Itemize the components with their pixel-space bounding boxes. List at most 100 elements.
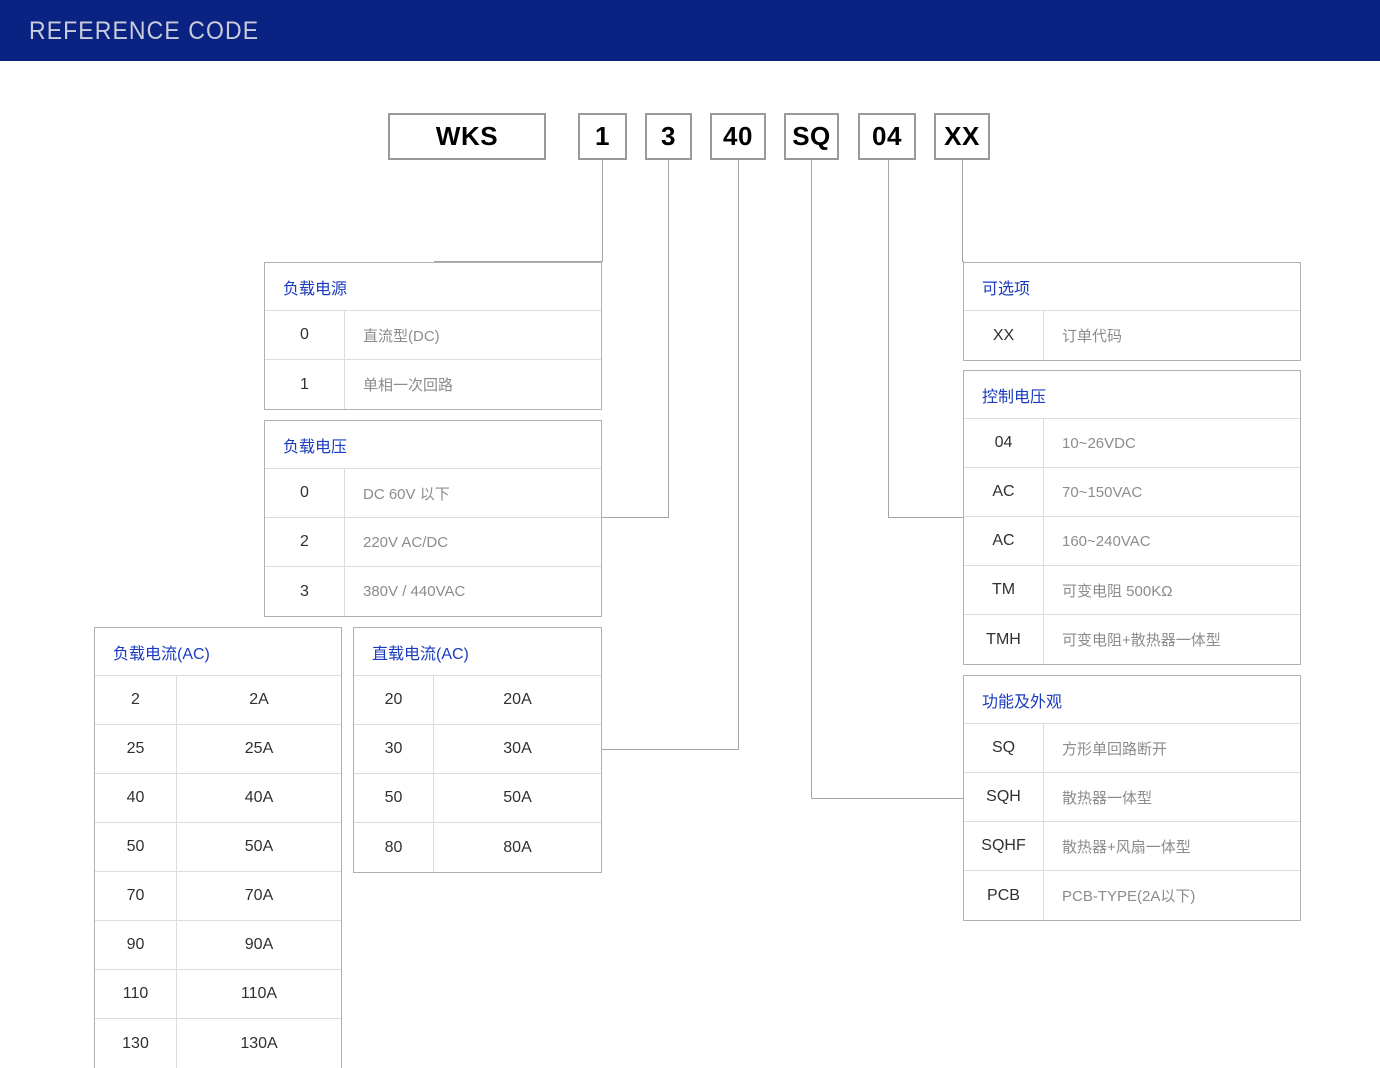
spec-code-cell: 04: [964, 419, 1044, 467]
page-title: REFERENCE CODE: [29, 17, 260, 45]
spec-table-title: 直载电流(AC): [354, 628, 601, 676]
spec-desc-cell: 订单代码: [1062, 328, 1123, 345]
spec-code-cell: XX: [964, 311, 1044, 360]
table-row: 70 70A: [95, 872, 341, 921]
connector-option-v: [962, 160, 963, 261]
code-box-function[interactable]: SQ: [784, 113, 839, 160]
connector-load-voltage-v: [668, 160, 669, 517]
spec-code-cell: TMH: [964, 615, 1044, 664]
table-row: TMH 可变电阻+散热器一体型: [964, 615, 1300, 664]
spec-code-cell: 30: [354, 725, 434, 773]
spec-table-title: 负载电流(AC): [95, 628, 341, 676]
spec-code-cell: 50: [95, 823, 177, 871]
table-row: AC 70~150VAC: [964, 468, 1300, 517]
spec-code-cell: 40: [95, 774, 177, 822]
table-row: 20 20A: [354, 676, 601, 725]
spec-desc-cell: 单相一次回路: [363, 377, 454, 394]
spec-code-cell: 90: [95, 921, 177, 969]
spec-code-cell: TM: [964, 566, 1044, 614]
spec-code-cell: 70: [95, 872, 177, 920]
table-row: TM 可变电阻 500KΩ: [964, 566, 1300, 615]
spec-desc-cell: 直流型(DC): [363, 327, 440, 345]
code-box-series[interactable]: WKS: [388, 113, 546, 160]
spec-table-title: 功能及外观: [964, 676, 1300, 724]
spec-code-cell: 0: [265, 311, 345, 359]
code-box-load-current[interactable]: 40: [710, 113, 766, 160]
connector-control-voltage-v: [888, 160, 889, 517]
connector-load-current-v: [738, 160, 739, 749]
spec-code-cell: 110: [95, 970, 177, 1018]
spec-desc-cell: 160~240VAC: [1062, 532, 1151, 550]
spec-desc-cell: 70A: [244, 887, 274, 904]
spec-desc-cell: 50A: [244, 838, 274, 855]
connector-option-h: [962, 261, 964, 262]
code-box-option[interactable]: XX: [934, 113, 990, 160]
spec-desc-cell: 40A: [244, 789, 274, 806]
table-row: 1 单相一次回路: [265, 360, 601, 409]
spec-desc-cell: PCB-TYPE(2A以下): [1062, 888, 1196, 905]
spec-code-cell: 130: [95, 1019, 177, 1068]
spec-code-cell: 25: [95, 725, 177, 773]
spec-desc-cell: 散热器一体型: [1062, 789, 1153, 807]
connector-load-power-h: [434, 261, 603, 262]
spec-code-cell: AC: [964, 517, 1044, 565]
code-box-control-voltage[interactable]: 04: [858, 113, 916, 160]
spec-table-title: 控制电压: [964, 371, 1300, 419]
spec-desc-cell: 散热器+风扇一体型: [1062, 838, 1191, 856]
connector-function-h: [811, 798, 963, 799]
table-row: 40 40A: [95, 774, 341, 823]
spec-table-title: 负载电压: [265, 421, 601, 469]
spec-code-cell: SQ: [964, 724, 1044, 772]
connector-function-v: [811, 160, 812, 798]
table-row: 0 直流型(DC): [265, 311, 601, 360]
table-row: 3 380V / 440VAC: [265, 567, 601, 616]
spec-desc-cell: 70~150VAC: [1062, 483, 1143, 501]
spec-desc-cell: 110A: [240, 985, 278, 1002]
spec-desc-cell: 90A: [244, 936, 274, 953]
spec-code-cell: 20: [354, 676, 434, 724]
table-row: SQHF 散热器+风扇一体型: [964, 822, 1300, 871]
spec-desc-cell: 可变电阻 500KΩ: [1062, 582, 1173, 600]
spec-desc-cell: 50A: [503, 789, 532, 806]
spec-code-cell: SQH: [964, 773, 1044, 821]
table-row: 90 90A: [95, 921, 341, 970]
table-row: PCB PCB-TYPE(2A以下): [964, 871, 1300, 920]
table-row: XX 订单代码: [964, 311, 1300, 360]
connector-load-voltage-h: [602, 517, 669, 518]
connector-load-power-v: [602, 160, 603, 261]
code-box-load-voltage[interactable]: 3: [645, 113, 692, 160]
table-row: SQH 散热器一体型: [964, 773, 1300, 822]
table-row: AC 160~240VAC: [964, 517, 1300, 566]
page-header: REFERENCE CODE: [0, 0, 1380, 61]
table-row: 130 130A: [95, 1019, 341, 1068]
spec-table-title: 可选项: [964, 263, 1300, 311]
spec-code-cell: 2: [95, 676, 177, 724]
spec-desc-cell: 25A: [244, 740, 274, 757]
spec-code-cell: 1: [265, 360, 345, 409]
connector-control-voltage-h: [888, 517, 963, 518]
spec-code-cell: PCB: [964, 871, 1044, 920]
spec-code-cell: 80: [354, 823, 434, 872]
spec-code-cell: SQHF: [964, 822, 1044, 870]
spec-code-cell: 3: [265, 567, 345, 616]
spec-desc-cell: 130A: [240, 1034, 278, 1052]
code-box-load-power[interactable]: 1: [578, 113, 627, 160]
spec-code-cell: AC: [964, 468, 1044, 516]
spec-desc-cell: 380V / 440VAC: [363, 583, 466, 600]
spec-desc-cell: 可变电阻+散热器一体型: [1062, 632, 1221, 649]
spec-desc-cell: 20A: [503, 691, 532, 708]
table-row: 110 110A: [95, 970, 341, 1019]
spec-code-cell: 2: [265, 518, 345, 566]
